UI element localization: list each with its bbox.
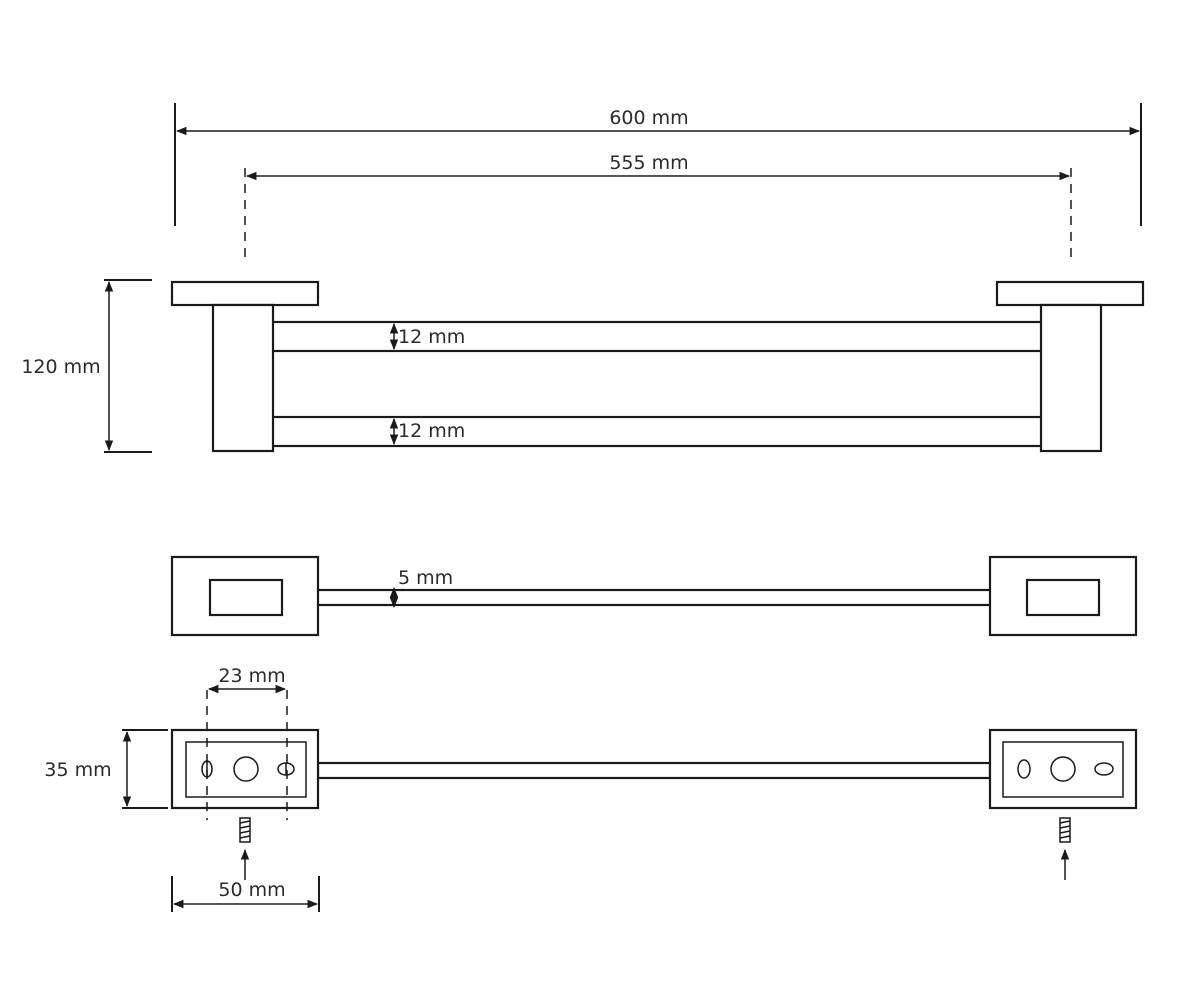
mounting-plate-right: [988, 728, 1138, 810]
bracket-arm-right: [1039, 303, 1103, 453]
dimension-label-35: 35 mm: [44, 759, 111, 781]
dimension-label-600: 600 mm: [609, 107, 688, 129]
bracket-arm-left-top-view: [208, 578, 284, 617]
dimension-label-12-bottom: 12 mm: [398, 420, 465, 442]
dimension-label-5: 5 mm: [398, 567, 453, 589]
screw-icon: [1059, 817, 1071, 843]
mounting-plate-left-inner: [185, 741, 307, 798]
wall-plate-left: [170, 280, 320, 307]
dimension-555: 555 mm: [244, 152, 1072, 262]
towel-bar-top-view: [278, 588, 1030, 607]
screw-hole-right-2: [1094, 762, 1114, 776]
top-view: 5 mm: [170, 555, 1138, 637]
dimension-label-50: 50 mm: [218, 879, 285, 901]
dimension-label-23: 23 mm: [218, 665, 285, 687]
dimension-label-555: 555 mm: [609, 152, 688, 174]
center-hole-right: [1050, 756, 1076, 782]
dimension-label-12-top: 12 mm: [398, 326, 465, 348]
mounting-view: 23 mm 35 mm 50 mm: [44, 665, 1138, 912]
towel-bar-mounting-view: [316, 761, 992, 780]
screw-icon: [239, 817, 251, 843]
center-hole-left: [233, 756, 259, 782]
dimension-600: 600 mm: [174, 103, 1142, 226]
mounting-plate-right-inner: [1002, 741, 1124, 798]
wall-plate-right: [995, 280, 1145, 307]
bracket-arm-left: [211, 303, 275, 453]
towel-bar-bottom: [270, 415, 1046, 448]
towel-bar-top: [270, 320, 1046, 353]
screw-hole-right-1: [1017, 759, 1031, 779]
bracket-arm-right-top-view: [1025, 578, 1101, 617]
dimension-label-120: 120 mm: [21, 356, 100, 378]
front-view: 120 mm 12 mm 12 mm: [21, 279, 1145, 453]
